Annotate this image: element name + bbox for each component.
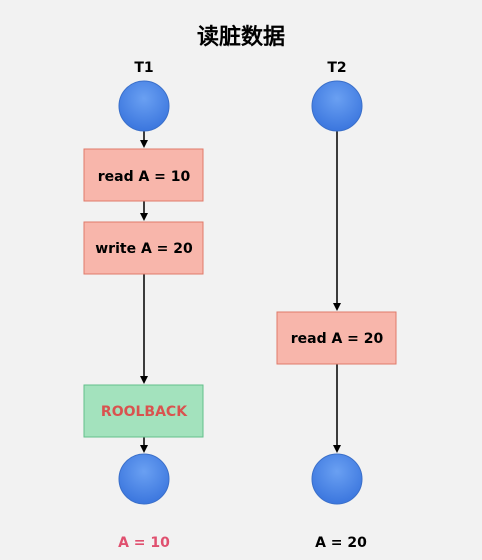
t1-rollback-box: [83, 384, 204, 438]
t1-start-node: [118, 80, 170, 132]
t2-result: A = 20: [315, 535, 367, 551]
t1-read-label: read A = 10: [98, 169, 191, 185]
t2-label: T2: [327, 60, 346, 76]
diagram-title: 读脏数据: [197, 24, 285, 50]
t1-result: A = 10: [118, 535, 170, 551]
t2-read-box: [276, 311, 397, 365]
t1-write-box: [83, 221, 204, 275]
t2-start-node: [311, 80, 363, 132]
t1-write-label: write A = 20: [95, 241, 193, 257]
t1-label: T1: [134, 60, 153, 76]
t1-read-box: [83, 148, 204, 202]
t2-read-label: read A = 20: [291, 331, 384, 347]
t2-end-node: [311, 453, 363, 505]
t1-end-node: [118, 453, 170, 505]
t1-rollback-label: ROOLBACK: [101, 404, 188, 420]
